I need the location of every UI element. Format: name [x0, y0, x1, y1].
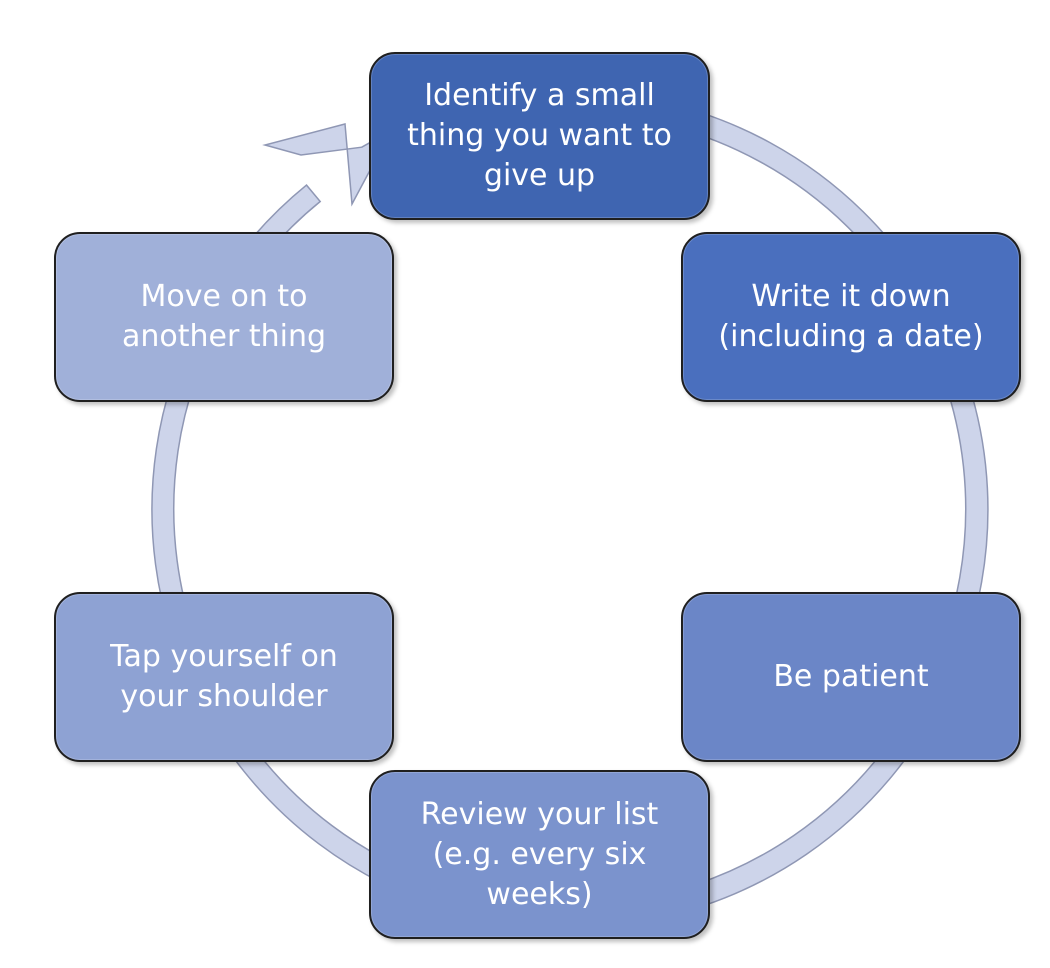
- step-move-on-label: Move on to another thing: [121, 279, 327, 354]
- step-patient-box: Be patient: [681, 592, 1021, 762]
- step-write-box: Write it down (including a date): [681, 232, 1021, 402]
- cycle-arrow: [151, 90, 989, 929]
- step-review-box: Review your list (e.g. every six weeks): [369, 770, 710, 939]
- step-tap-box: Tap yourself on your shoulder: [54, 592, 394, 762]
- step-review-label: Review your list (e.g. every six weeks): [420, 796, 659, 912]
- step-move-on-box: Move on to another thing: [54, 232, 394, 402]
- step-identify-box: Identify a small thing you want to give …: [369, 52, 710, 220]
- step-write-label: Write it down (including a date): [718, 279, 984, 354]
- step-identify-label: Identify a small thing you want to give …: [407, 78, 672, 193]
- step-patient-label: Be patient: [773, 659, 929, 694]
- step-tap-label: Tap yourself on your shoulder: [110, 639, 338, 714]
